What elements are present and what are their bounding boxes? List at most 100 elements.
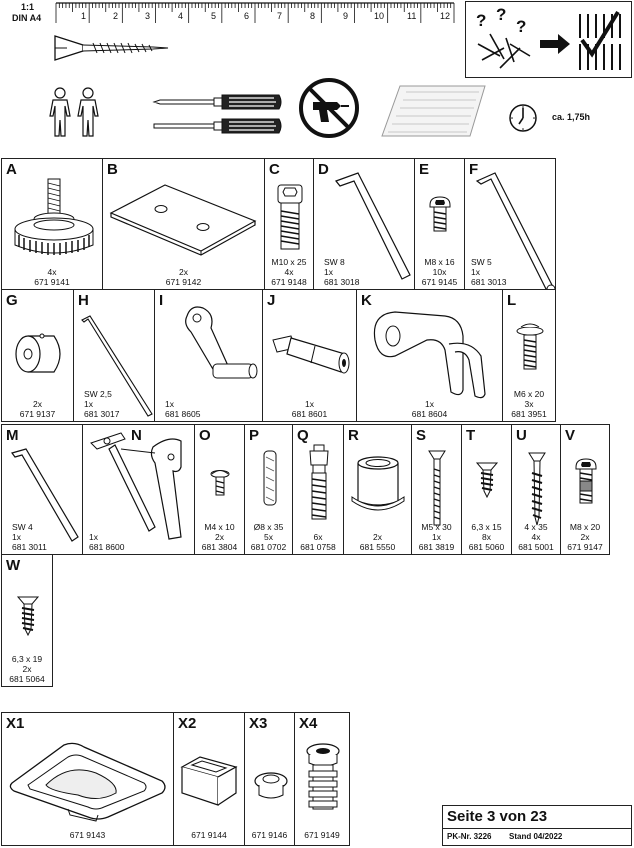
screwdriver-flat-icon bbox=[153, 118, 282, 134]
part-size: SW 8 bbox=[324, 257, 345, 267]
handle-grip-icon bbox=[373, 311, 486, 399]
part-size: M6 x 20 bbox=[513, 389, 545, 399]
part-qty: 3x bbox=[524, 399, 534, 409]
part-qty: 1x bbox=[84, 399, 93, 409]
part-letter: V bbox=[565, 427, 576, 444]
ruler-number: 8 bbox=[310, 11, 316, 21]
no-drill-icon bbox=[299, 78, 359, 138]
ruler-number: 12 bbox=[440, 11, 451, 21]
part-size: 6,3 x 15 bbox=[471, 522, 502, 532]
small-hex-key-icon bbox=[81, 315, 153, 417]
sort-screws-box: ??? bbox=[465, 1, 632, 78]
part-letter: F bbox=[469, 161, 479, 178]
ruler-number: 9 bbox=[343, 11, 349, 21]
part-code: 681 3804 bbox=[201, 542, 238, 552]
sort-screws-icon: ??? bbox=[476, 5, 621, 70]
wooden-dowel-icon bbox=[263, 450, 277, 506]
page-number: Seite 3 von 23 bbox=[447, 808, 548, 825]
part-code: 681 5064 bbox=[9, 674, 45, 684]
ruler-number: 1 bbox=[81, 11, 87, 21]
part-cell-a: A 4x 671 9141 bbox=[1, 158, 103, 290]
adjustable-foot-icon bbox=[14, 178, 94, 255]
part-info: Ø8 x 35 5x 681 0702 bbox=[245, 522, 292, 552]
part-qty: 6x bbox=[313, 532, 323, 542]
part-cell-x2: X2 671 9144 bbox=[173, 712, 245, 846]
part-size: M8 x 20 bbox=[569, 522, 601, 532]
part-letter: J bbox=[267, 292, 276, 309]
part-cell-q: Q 6x 681 0758 bbox=[292, 424, 344, 555]
part-info: SW 2,5 1x 681 3017 bbox=[74, 389, 154, 419]
part-code: 681 5001 bbox=[518, 542, 554, 552]
part-letter: Q bbox=[297, 427, 309, 444]
part-qty: 4x bbox=[284, 267, 294, 277]
part-code: 671 9143 bbox=[69, 830, 106, 840]
part-letter: P bbox=[249, 427, 260, 444]
part-cell-t: T 6,3 x 15 8x 681 5060 bbox=[461, 424, 512, 555]
part-qty: 2x bbox=[373, 532, 382, 542]
part-letter: O bbox=[199, 427, 211, 444]
part-letter: K bbox=[361, 292, 372, 309]
grommet-icon bbox=[254, 772, 288, 799]
ruler-number: 10 bbox=[374, 11, 385, 21]
part-code: 681 5550 bbox=[359, 542, 396, 552]
part-info: 1x 681 8600 bbox=[83, 532, 194, 552]
ruler-number: 11 bbox=[407, 11, 417, 21]
part-qty: 4x bbox=[531, 532, 541, 542]
recessed-handle-icon bbox=[9, 742, 166, 822]
part-cell-n: N 1x 681 8600 bbox=[82, 424, 195, 555]
short-chipboard-screw-icon bbox=[16, 596, 40, 637]
part-size: SW 2,5 bbox=[84, 389, 112, 399]
part-info: 671 9149 bbox=[295, 830, 349, 840]
part-cell-d: D SW 8 1x 681 3018 bbox=[313, 158, 415, 290]
part-letter: X4 bbox=[299, 715, 318, 732]
part-cell-o: O M4 x 10 2x 681 3804 bbox=[194, 424, 245, 555]
part-code: 681 8601 bbox=[291, 409, 328, 419]
part-info: 671 9146 bbox=[245, 830, 294, 840]
part-cell-l: L M6 x 20 3x 681 3951 bbox=[502, 289, 556, 422]
cup-bushing-icon bbox=[351, 456, 405, 511]
part-info: 1x 681 8601 bbox=[263, 399, 356, 419]
part-size: M10 x 25 bbox=[271, 257, 307, 267]
part-letter: R bbox=[348, 427, 359, 444]
square-cap-icon bbox=[180, 756, 238, 806]
part-info: SW 4 1x 681 3011 bbox=[2, 522, 82, 552]
part-info: SW 5 1x 681 3013 bbox=[465, 257, 555, 287]
part-cell-j: J 1x 681 8601 bbox=[262, 289, 357, 422]
small-screw-icon bbox=[210, 470, 230, 496]
part-info: SW 8 1x 681 3018 bbox=[314, 257, 414, 287]
part-info: M10 x 25 4x 671 9148 bbox=[265, 257, 313, 287]
part-cell-x1: X1 671 9143 bbox=[1, 712, 174, 846]
part-size: Ø8 x 35 bbox=[253, 522, 284, 532]
blanket-icon bbox=[381, 85, 486, 137]
part-letter: D bbox=[318, 161, 329, 178]
hex-key-sw4-icon bbox=[10, 448, 79, 542]
svg-text:?: ? bbox=[516, 17, 526, 36]
part-info: M8 x 20 2x 671 9147 bbox=[561, 522, 609, 552]
chipboard-screw-icon bbox=[475, 462, 499, 499]
part-code: 681 8600 bbox=[89, 542, 125, 552]
part-letter: X3 bbox=[249, 715, 268, 732]
ruler-number: 6 bbox=[244, 11, 250, 21]
part-letter: U bbox=[516, 427, 527, 444]
part-qty: 2x bbox=[179, 267, 188, 277]
part-qty: 1x bbox=[12, 532, 21, 542]
part-qty: 1x bbox=[324, 267, 333, 277]
part-info: 2x 671 9142 bbox=[103, 267, 264, 287]
part-code: 671 9147 bbox=[567, 542, 603, 552]
paper-format-label: DIN A4 bbox=[12, 13, 42, 23]
part-info: 1x 681 8604 bbox=[357, 399, 502, 419]
part-letter: B bbox=[107, 161, 118, 178]
revision-date: Stand 04/2022 bbox=[509, 832, 563, 841]
threaded-insert-icon bbox=[306, 743, 340, 810]
hex-key-icon bbox=[335, 172, 411, 280]
part-code: 681 0702 bbox=[250, 542, 287, 552]
flange-screw-icon bbox=[516, 323, 544, 370]
part-cell-x3: X3 671 9146 bbox=[244, 712, 295, 846]
part-code: 681 3951 bbox=[511, 409, 547, 419]
part-code: 671 9146 bbox=[251, 830, 288, 840]
part-cell-b: B 2x 671 9142 bbox=[102, 158, 265, 290]
part-letter: C bbox=[269, 161, 280, 178]
part-letter: N bbox=[131, 427, 142, 444]
ruler-number: 4 bbox=[178, 11, 184, 21]
part-letter: H bbox=[78, 292, 89, 309]
